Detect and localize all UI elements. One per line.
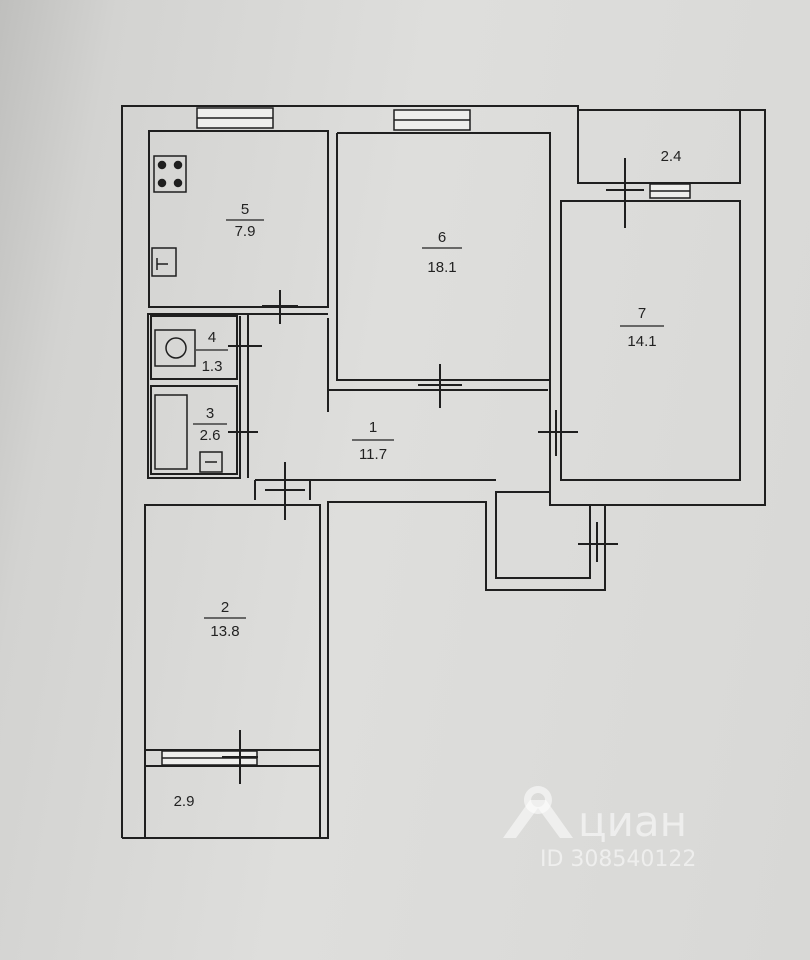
room-6-area: 18.1 xyxy=(427,259,456,276)
watermark-id: ID 308540122 xyxy=(540,847,696,872)
washing-machine-icon xyxy=(154,329,196,367)
room-5-number: 5 xyxy=(241,201,249,218)
watermark-brand: циан xyxy=(578,797,687,846)
watermark: циан ID 308540122 xyxy=(503,786,696,872)
stove-icon xyxy=(153,155,187,193)
balcony-top-outline xyxy=(577,110,741,184)
room-4-number: 4 xyxy=(208,329,216,346)
room-2-outline xyxy=(144,504,321,751)
room-3-area: 2.6 xyxy=(200,427,221,444)
room-3-number: 3 xyxy=(206,405,214,422)
room-4-area: 1.3 xyxy=(202,358,223,375)
room-7-number: 7 xyxy=(638,305,646,322)
room-2-area: 13.8 xyxy=(210,623,239,640)
room-2-number: 2 xyxy=(221,599,229,616)
room-1-number: 1 xyxy=(369,419,377,436)
sink-icon xyxy=(151,247,177,277)
outer-wall-inner xyxy=(144,504,321,838)
location-pin-icon xyxy=(503,786,573,838)
room-6-number: 6 xyxy=(438,229,446,246)
room-5-outline xyxy=(148,130,329,308)
balcony-top-area: 2.4 xyxy=(661,148,682,165)
bathtub-icon xyxy=(154,394,223,473)
room-7-area: 14.1 xyxy=(627,333,656,350)
room-4-outline xyxy=(150,315,238,380)
room-3-outline xyxy=(150,385,238,475)
room-5-area: 7.9 xyxy=(235,223,256,240)
room-1-area: 11.7 xyxy=(359,446,387,463)
balcony-bottom-area: 2.9 xyxy=(174,793,195,810)
balcony-bottom-outline xyxy=(144,765,321,839)
room-6-outline xyxy=(336,132,551,381)
room-7-outline xyxy=(560,200,741,481)
